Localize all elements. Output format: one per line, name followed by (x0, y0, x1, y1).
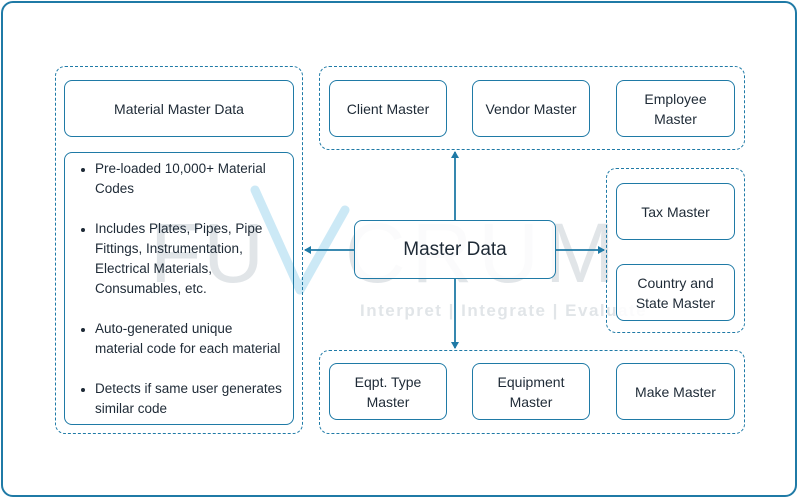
equipment-master-node: Equipment Master (472, 363, 590, 420)
material-group (55, 66, 303, 434)
make-master-node: Make Master (616, 363, 735, 420)
material-master-header: Material Master Data (64, 80, 294, 137)
material-feature-item: Auto-generated unique material code for … (95, 319, 283, 359)
vendor-master-node: Vendor Master (472, 80, 590, 137)
client-master-node: Client Master (329, 80, 447, 137)
material-feature-item: Includes Plates, Pipes, Pipe Fittings, I… (95, 219, 283, 299)
top-group (319, 66, 745, 150)
right-group (606, 168, 745, 333)
material-features-list: Pre-loaded 10,000+ Material Codes Includ… (64, 152, 294, 425)
material-feature-item: Pre-loaded 10,000+ Material Codes (95, 159, 283, 199)
employee-master-node: Employee Master (616, 80, 735, 137)
eqpt-type-master-node: Eqpt. Type Master (329, 363, 447, 420)
country-state-master-node: Country and State Master (616, 264, 735, 321)
tax-master-node: Tax Master (616, 183, 735, 240)
material-feature-item: Detects if same user generates similar c… (95, 379, 283, 419)
master-data-node: Master Data (354, 220, 556, 279)
bottom-group (319, 350, 745, 434)
